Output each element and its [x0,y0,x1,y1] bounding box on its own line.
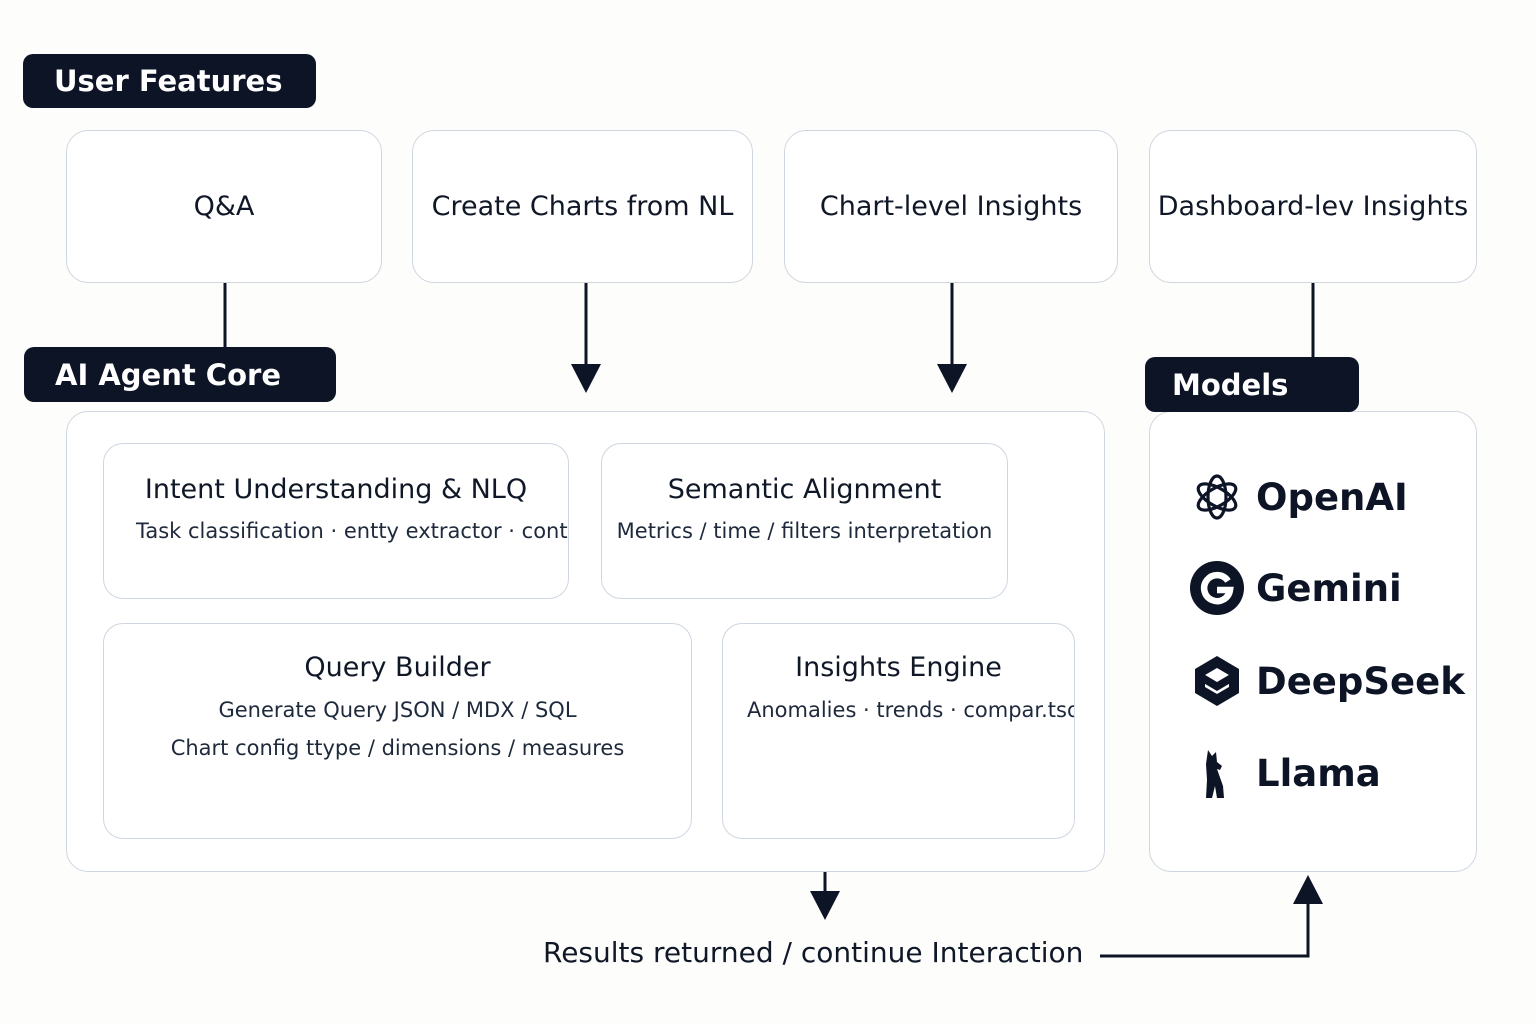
ai-agent-core-tag: AI Agent Core [24,347,336,402]
feature-qa: Q&A [66,130,382,283]
llama-logo-icon [1190,746,1244,800]
models-tag: Models [1145,357,1359,412]
user-features-title: User Features [54,64,283,98]
feature-label: Create Charts from NL [431,191,734,222]
model-name: DeepSeek [1256,659,1465,703]
charts-arrow-head [571,364,601,393]
openai-logo-icon [1190,470,1244,524]
results-returned-text: Results returned / continue Interaction [543,936,1084,969]
model-deepseek: DeepSeek [1190,654,1465,708]
chart-insights-arrow-head [937,364,967,393]
feature-label: Dashboard-lev Insights [1157,191,1469,222]
semantic-alignment-box: Semantic Alignment Metrics / time / filt… [601,443,1008,599]
query-builder-box: Query Builder Generate Query JSON / MDX … [103,623,692,839]
models-title: Models [1172,367,1289,402]
feature-dashboard-insights: Dashboard-lev Insights [1149,130,1477,283]
insights-output-arrow-head [810,891,840,920]
feature-chart-insights: Chart-level Insights [784,130,1118,283]
user-features-tag: User Features [23,54,316,108]
model-openai: OpenAI [1190,470,1408,524]
insights-title: Insights Engine [795,652,1002,683]
insights-description: Anomalies · trends · compar.tsoₛ [747,698,1075,722]
feedback-connector [1100,900,1310,958]
feature-label: Chart-level Insights [819,191,1083,222]
ai-agent-core-title: AI Agent Core [55,357,281,392]
semantic-description: Metrics / time / filters interpretation [616,519,993,543]
insights-engine-box: Insights Engine Anomalies · trends · com… [722,623,1075,839]
query-description-2: Chart config ttype / dimensions / measur… [170,736,625,760]
gemini-logo-icon [1190,561,1244,615]
deepseek-logo-icon [1190,654,1244,708]
semantic-title: Semantic Alignment [667,474,942,505]
model-llama: Llama [1190,746,1381,800]
model-name: OpenAI [1256,475,1408,519]
feature-create-charts: Create Charts from NL [412,130,753,283]
feedback-arrow-head [1293,875,1323,904]
feature-label: Q&A [193,191,255,222]
query-title: Query Builder [304,652,491,683]
intent-understanding-box: Intent Understanding & NLQ Task classifi… [103,443,569,599]
model-name: Llama [1256,751,1381,795]
model-gemini: Gemini [1190,561,1402,615]
intent-description: Task classification · entty extractor · … [136,519,569,543]
query-description-1: Generate Query JSON / MDX / SQL [218,698,577,722]
model-name: Gemini [1256,566,1402,610]
intent-title: Intent Understanding & NLQ [144,474,528,505]
